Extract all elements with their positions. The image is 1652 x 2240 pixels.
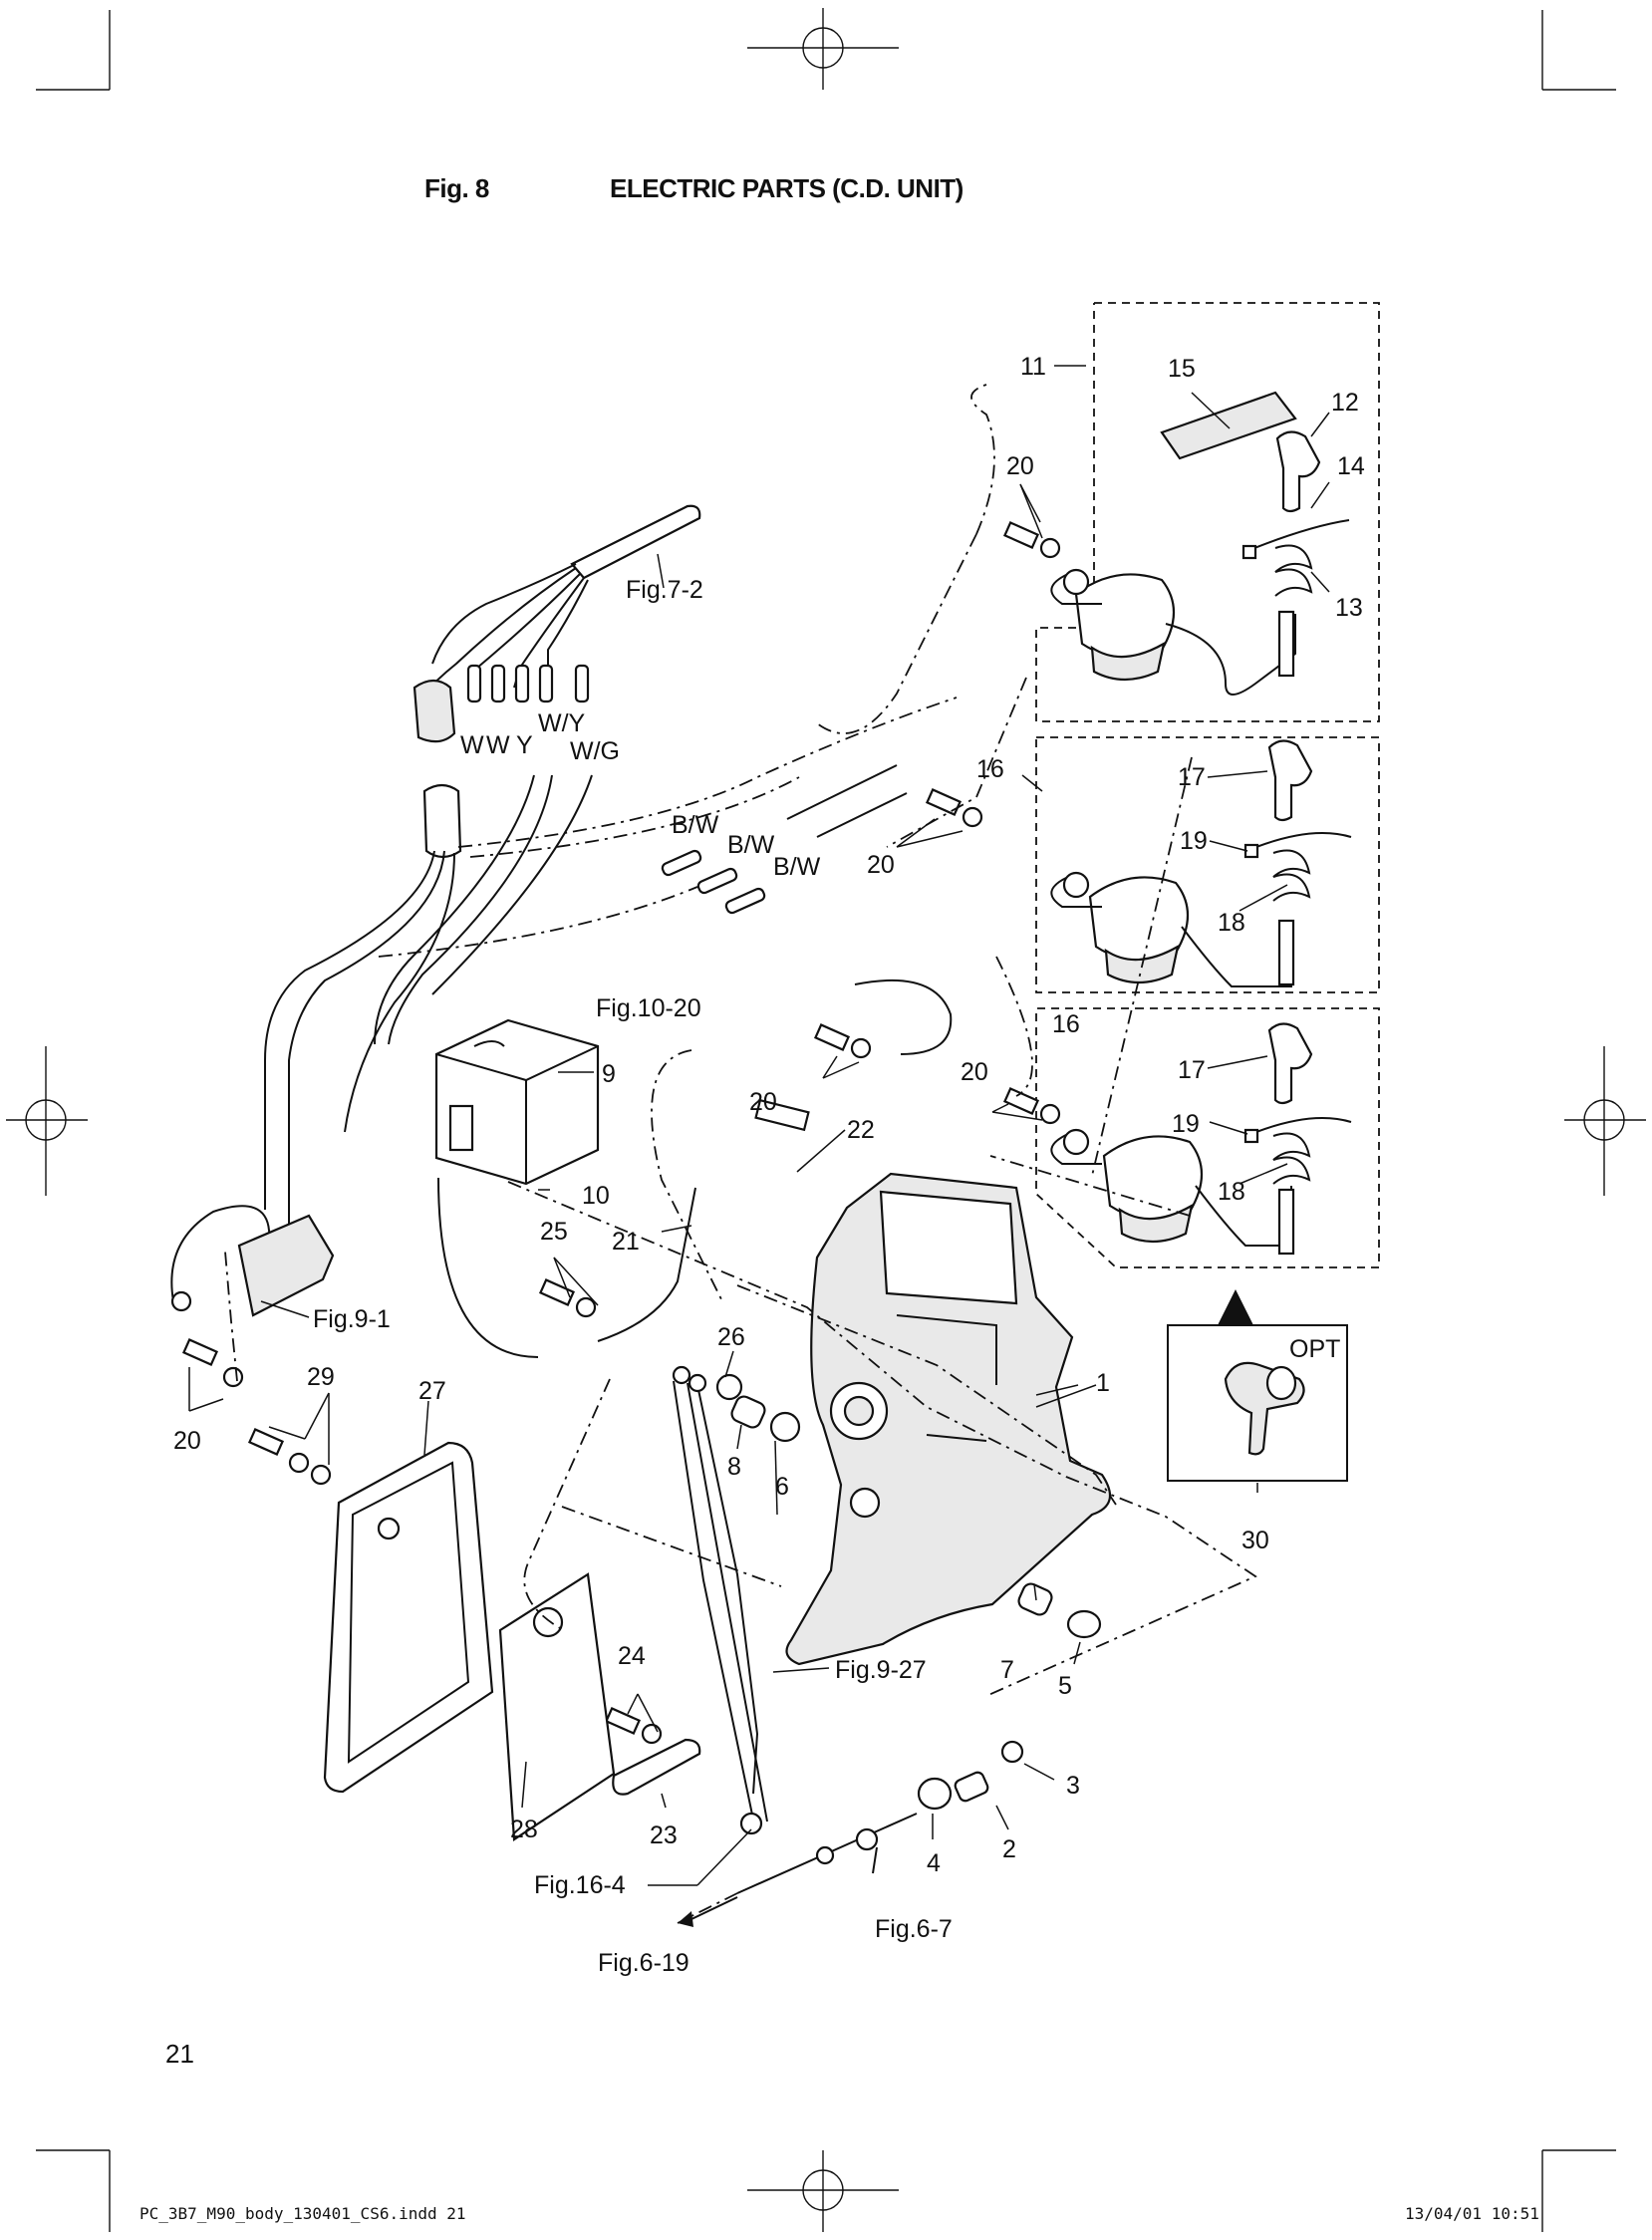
wire-label-wg: W/G: [570, 737, 620, 765]
callout-7: 7: [1000, 1656, 1014, 1684]
callout-6: 6: [775, 1473, 789, 1501]
callout-20-d: 20: [961, 1058, 988, 1086]
wire-label-w1: W: [460, 731, 484, 759]
ref-fig7-2: Fig.7-2: [626, 576, 703, 604]
callout-19-b: 19: [1172, 1110, 1200, 1138]
callout-15: 15: [1168, 355, 1196, 383]
callout-22: 22: [847, 1116, 875, 1144]
callout-21: 21: [612, 1228, 640, 1256]
callout-29: 29: [307, 1363, 335, 1391]
ref-fig10-20: Fig.10-20: [596, 994, 701, 1022]
ignition-bracket: [754, 1098, 1112, 1666]
ignition-coil-lower: [1050, 1128, 1295, 1256]
callout-28: 28: [510, 1816, 538, 1843]
callout-20-a: 20: [1006, 452, 1034, 480]
callout-27: 27: [418, 1377, 446, 1405]
option-label: OPT: [1289, 1335, 1340, 1363]
ignition-coil-frames: [1035, 302, 1380, 1268]
page-number: 21: [165, 2039, 194, 2069]
bullet-connectors: [466, 664, 590, 703]
figure-number: Fig. 8: [424, 173, 489, 203]
callout-3: 3: [1066, 1772, 1080, 1800]
page-title: ELECTRIC PARTS (C.D. UNIT): [610, 173, 964, 203]
wire-label-bw3: B/W: [773, 853, 821, 881]
wire-label-wy: W/Y: [538, 709, 586, 737]
callout-20-b: 20: [867, 851, 895, 879]
footer-filename: PC_3B7_M90_body_130401_CS6.indd 21: [139, 2204, 466, 2223]
callout-16-b: 16: [1052, 1010, 1080, 1038]
ref-fig9-1: Fig.9-1: [313, 1305, 391, 1333]
callout-2: 2: [1002, 1835, 1016, 1863]
callout-13: 13: [1335, 594, 1363, 622]
wire-label-bw1: B/W: [672, 811, 719, 839]
ref-fig6-7: Fig.6-7: [875, 1915, 953, 1943]
callout-8: 8: [727, 1453, 741, 1481]
ignition-coil-upper: [1050, 568, 1296, 696]
callout-16-a: 16: [976, 755, 1004, 783]
springs: [1272, 544, 1313, 1185]
callout-24: 24: [618, 1642, 646, 1670]
callout-9: 9: [602, 1060, 616, 1088]
callout-12: 12: [1331, 389, 1359, 417]
callout-17-b: 17: [1178, 1056, 1206, 1084]
ref-fig6-19: Fig.6-19: [598, 1949, 689, 1977]
footer-timestamp: 13/04/01 10:51: [1405, 2204, 1539, 2223]
leader-lines: [188, 365, 1330, 1886]
callout-20-e: 20: [173, 1427, 201, 1455]
ref-fig9-27: Fig.9-27: [835, 1656, 927, 1684]
callout-11: 11: [1020, 353, 1046, 381]
callout-4: 4: [927, 1849, 941, 1877]
callout-18-b: 18: [1218, 1178, 1245, 1206]
bw-leads: [661, 764, 908, 915]
callout-10: 10: [582, 1182, 610, 1210]
ground-leads: [170, 979, 953, 1835]
wire-label-y: Y: [516, 731, 533, 759]
insulator-strip: [1160, 391, 1297, 460]
callout-19-a: 19: [1180, 827, 1208, 855]
ignition-coil-middle: [1050, 871, 1295, 987]
cd-unit: [434, 1018, 600, 1186]
guide-lines: [224, 384, 1257, 1697]
callout-numbers: 1 2 3 4 5 6 7 8 9 10 11 12 13 14 15 16 1…: [173, 353, 1365, 1877]
wire-label-bw2: B/W: [727, 831, 775, 859]
wire-ties: [1241, 519, 1352, 1144]
ref-fig16-4: Fig.16-4: [534, 1871, 626, 1899]
terminal-block: [237, 1214, 335, 1317]
crop-marks: [6, 8, 1646, 2232]
callout-26: 26: [717, 1323, 745, 1351]
callout-14: 14: [1337, 452, 1365, 480]
callout-20-c: 20: [749, 1088, 777, 1116]
callout-23: 23: [650, 1821, 678, 1849]
cover-and-gasket: [323, 1441, 701, 1841]
callout-30: 30: [1241, 1527, 1269, 1554]
callout-17-a: 17: [1178, 763, 1206, 791]
callout-18-a: 18: [1218, 909, 1245, 937]
wire-color-labels: W W Y W/Y W/G B/W B/W B/W: [460, 709, 821, 881]
fasteners: [181, 521, 1102, 1811]
option-box: [1167, 1289, 1348, 1482]
figure-references: Fig.7-2 Fig.10-20 Fig.9-1 Fig.9-27 Fig.1…: [313, 576, 953, 1977]
wire-harness: [264, 504, 958, 1230]
wire-label-w2: W: [486, 731, 510, 759]
plug-caps: [1267, 430, 1321, 1105]
callout-1: 1: [1096, 1369, 1110, 1397]
opt-plug-cap-icon: [1224, 1361, 1305, 1456]
linkage-rod: [677, 1813, 918, 1927]
callout-5: 5: [1058, 1672, 1072, 1700]
callout-25: 25: [540, 1218, 568, 1246]
